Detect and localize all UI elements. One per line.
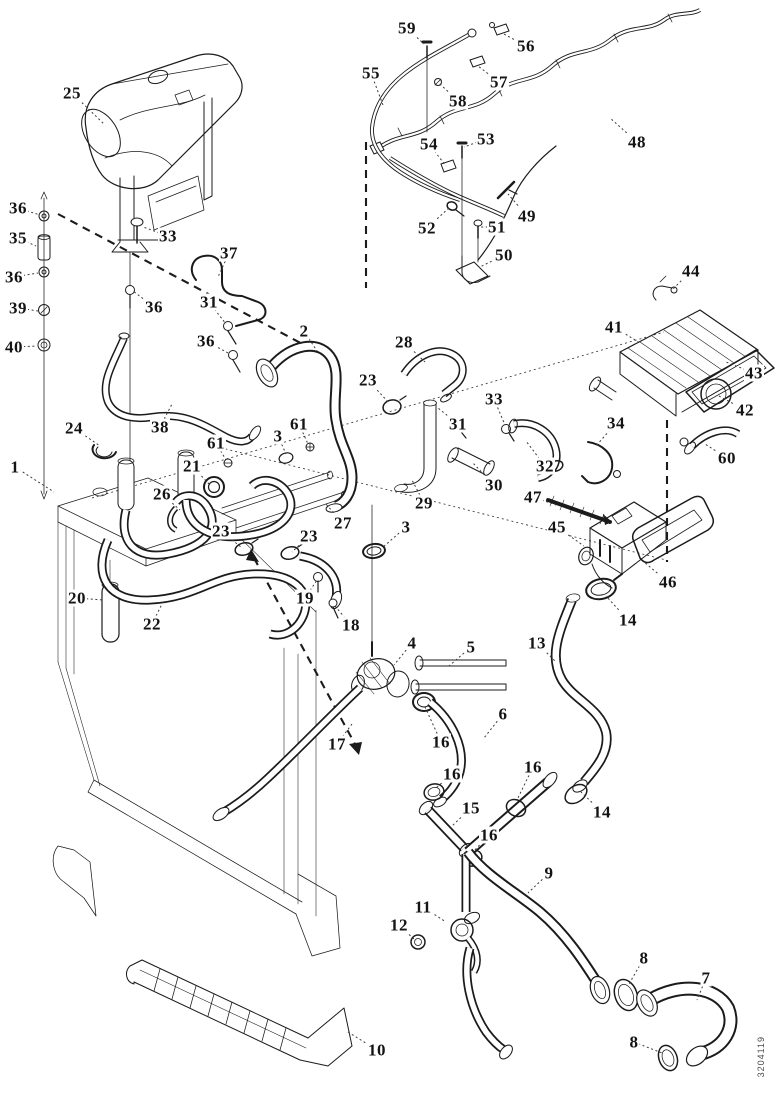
hose-13 bbox=[556, 593, 607, 805]
callout-33-28: 33 bbox=[484, 389, 504, 409]
callout-23-48: 23 bbox=[299, 526, 319, 546]
callout-31-19: 31 bbox=[199, 292, 219, 312]
callout-22-54: 22 bbox=[142, 614, 162, 634]
callout-32-35: 32 bbox=[535, 456, 555, 476]
callout-36-14: 36 bbox=[8, 198, 28, 218]
callout-6-62: 6 bbox=[497, 704, 509, 724]
callout-49-9: 49 bbox=[517, 206, 537, 226]
callout-4-58: 4 bbox=[406, 633, 418, 653]
callout-50-12: 50 bbox=[494, 245, 514, 265]
callout-44-13: 44 bbox=[681, 261, 701, 281]
callout-42-32: 42 bbox=[735, 400, 755, 420]
callout-21-40: 21 bbox=[182, 456, 202, 476]
callout-16-61: 16 bbox=[431, 732, 451, 752]
callout-26-42: 26 bbox=[152, 484, 172, 504]
callout-19-55: 19 bbox=[295, 588, 315, 608]
callout-23-46: 23 bbox=[211, 521, 231, 541]
callout-25-0: 25 bbox=[62, 83, 82, 103]
callout-5-59: 5 bbox=[465, 637, 477, 657]
callout-31-29: 31 bbox=[448, 414, 468, 434]
callout-16-63: 16 bbox=[442, 764, 462, 784]
callout-8-74: 8 bbox=[628, 1032, 640, 1052]
callout-46-51: 46 bbox=[658, 572, 678, 592]
callout-15-65: 15 bbox=[461, 798, 481, 818]
callout-35-15: 35 bbox=[8, 228, 28, 248]
crossmember-10 bbox=[126, 959, 353, 1067]
hose-38 bbox=[106, 332, 262, 442]
callout-61-37: 61 bbox=[289, 414, 309, 434]
callout-30-43: 30 bbox=[484, 475, 504, 495]
hose-17 bbox=[212, 688, 360, 822]
callout-12-70: 12 bbox=[389, 915, 409, 935]
callout-27-47: 27 bbox=[333, 513, 353, 533]
callout-17-60: 17 bbox=[327, 734, 347, 754]
callout-52-10: 52 bbox=[417, 218, 437, 238]
clip-24 bbox=[91, 444, 117, 460]
callout-9-68: 9 bbox=[543, 863, 555, 883]
watermark: 3204119 bbox=[756, 1036, 766, 1078]
callout-23-27: 23 bbox=[358, 370, 378, 390]
callout-59-2: 59 bbox=[397, 18, 417, 38]
callout-1-41: 1 bbox=[9, 457, 21, 477]
callout-38-34: 38 bbox=[150, 417, 170, 437]
callout-36-20: 36 bbox=[144, 297, 164, 317]
callout-14-67: 14 bbox=[592, 802, 612, 822]
callout-24-33: 24 bbox=[64, 418, 84, 438]
hose-7 bbox=[636, 986, 730, 1072]
callout-3-38: 3 bbox=[272, 426, 284, 446]
callout-39-21: 39 bbox=[8, 298, 28, 318]
callout-40-23: 40 bbox=[4, 337, 24, 357]
callout-7-73: 7 bbox=[700, 968, 712, 988]
callout-14-52: 14 bbox=[618, 610, 638, 630]
callout-36-18: 36 bbox=[4, 267, 24, 287]
fastener-column bbox=[37, 191, 51, 500]
callout-13-57: 13 bbox=[527, 633, 547, 653]
callout-48-6: 48 bbox=[627, 132, 647, 152]
hose-9 bbox=[467, 771, 639, 1060]
callout-10-71: 10 bbox=[367, 1040, 387, 1060]
callout-61-39: 61 bbox=[206, 433, 226, 453]
callout-60-36: 60 bbox=[717, 448, 737, 468]
callout-11-69: 11 bbox=[413, 897, 433, 917]
callout-56-3: 56 bbox=[516, 36, 536, 56]
callout-2-24: 2 bbox=[298, 321, 310, 341]
callout-20-53: 20 bbox=[67, 588, 87, 608]
callout-33-16: 33 bbox=[158, 226, 178, 246]
callout-28-25: 28 bbox=[394, 332, 414, 352]
callout-8-72: 8 bbox=[638, 948, 650, 968]
callout-34-30: 34 bbox=[606, 413, 626, 433]
callout-58-5: 58 bbox=[448, 91, 468, 111]
callout-51-11: 51 bbox=[487, 217, 507, 237]
callout-16-64: 16 bbox=[523, 757, 543, 777]
callout-47-45: 47 bbox=[523, 487, 543, 507]
callout-16-66: 16 bbox=[479, 825, 499, 845]
callout-29-44: 29 bbox=[414, 493, 434, 513]
bracket-37 bbox=[125, 254, 267, 373]
callout-36-22: 36 bbox=[196, 331, 216, 351]
callout-43-31: 43 bbox=[744, 363, 764, 383]
callout-41-26: 41 bbox=[604, 317, 624, 337]
callout-57-4: 57 bbox=[489, 72, 509, 92]
callout-3-49: 3 bbox=[400, 517, 412, 537]
callout-45-50: 45 bbox=[547, 517, 567, 537]
callout-53-8: 53 bbox=[476, 129, 496, 149]
callout-37-17: 37 bbox=[219, 243, 239, 263]
callout-18-56: 18 bbox=[341, 615, 361, 635]
callout-55-1: 55 bbox=[361, 63, 381, 83]
callout-54-7: 54 bbox=[419, 134, 439, 154]
